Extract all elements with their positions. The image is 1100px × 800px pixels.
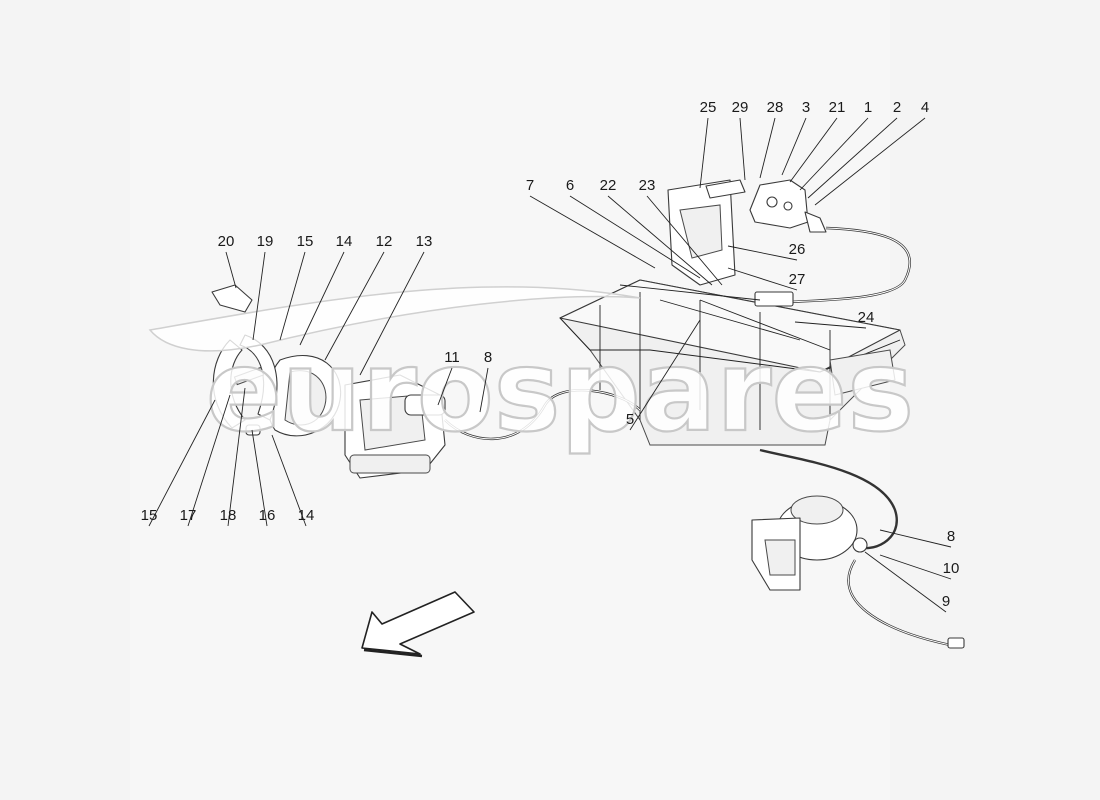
rear-hub-assembly: [751, 495, 868, 591]
brake-cables: [444, 226, 965, 649]
leader-line-5: [629, 319, 701, 431]
leader-line-10: [879, 554, 952, 580]
callout-12: 12: [376, 233, 393, 250]
watermark: eurospares: [148, 286, 915, 458]
leader-line-7: [529, 195, 656, 269]
callout-26: 26: [789, 241, 806, 258]
callout-19: 19: [257, 233, 274, 250]
leader-line-4: [814, 117, 926, 206]
callout-15: 15: [297, 233, 314, 250]
brake-lever-bracket: [667, 179, 827, 286]
leader-line-11: [437, 367, 453, 406]
leader-line-14: [271, 434, 307, 527]
callout-15: 15: [141, 507, 158, 524]
leader-line-29: [739, 117, 746, 181]
leader-line-15: [279, 251, 306, 341]
callout-25: 25: [700, 99, 717, 116]
callout-4: 4: [921, 99, 929, 116]
leader-line-3: [781, 117, 807, 176]
leader-line-9: [864, 551, 947, 613]
callout-20: 20: [218, 233, 235, 250]
leader-line-20: [225, 251, 237, 289]
leader-line-17: [187, 394, 231, 527]
callout-18: 18: [220, 507, 237, 524]
callout-13: 13: [416, 233, 433, 250]
leader-line-15: [148, 399, 216, 527]
callout-29: 29: [732, 99, 749, 116]
leader-line-25: [699, 117, 709, 189]
leader-line-14: [299, 251, 345, 346]
callout-22: 22: [600, 177, 617, 194]
callout-24: 24: [858, 309, 875, 326]
callout-16: 16: [259, 507, 276, 524]
leader-line-1: [799, 117, 869, 191]
leader-line-2: [807, 117, 898, 199]
leader-line-28: [759, 117, 776, 179]
callout-7: 7: [526, 177, 534, 194]
leader-line-12: [324, 251, 385, 361]
leader-line-18: [227, 387, 246, 527]
callout-17: 17: [180, 507, 197, 524]
callout-27: 27: [789, 271, 806, 288]
callout-11: 11: [444, 349, 460, 366]
leader-line-24: [794, 321, 867, 329]
leader-line-23: [646, 195, 723, 286]
callout-23: 23: [639, 177, 656, 194]
callout-21: 21: [829, 99, 846, 116]
callout-1: 1: [864, 99, 872, 116]
leader-lines: [148, 117, 952, 613]
leader-line-6: [569, 195, 701, 279]
knuckle-assembly: [344, 374, 446, 479]
arrow-down-left-icon: [361, 591, 475, 658]
callout-14: 14: [298, 507, 315, 524]
leader-line-27: [727, 267, 798, 291]
callout-8: 8: [484, 349, 492, 366]
leader-line-8: [479, 367, 489, 413]
callout-2: 2: [893, 99, 901, 116]
leader-line-26: [727, 245, 798, 261]
callout-3: 3: [802, 99, 810, 116]
leader-line-13: [359, 251, 425, 376]
brake-shoe-assembly: [211, 284, 342, 437]
callout-28: 28: [767, 99, 784, 116]
watermark-text: eurospares: [206, 327, 914, 457]
callout-14: 14: [336, 233, 353, 250]
callout-6: 6: [566, 177, 574, 194]
leader-line-8: [879, 529, 952, 548]
leader-line-16: [251, 429, 268, 527]
callout-8: 8: [947, 528, 955, 545]
leader-line-19: [252, 251, 266, 341]
leader-line-22: [607, 195, 713, 286]
leader-line-21: [789, 117, 838, 183]
callout-10: 10: [943, 560, 960, 577]
callout-9: 9: [942, 593, 950, 610]
callout-5: 5: [626, 411, 634, 428]
